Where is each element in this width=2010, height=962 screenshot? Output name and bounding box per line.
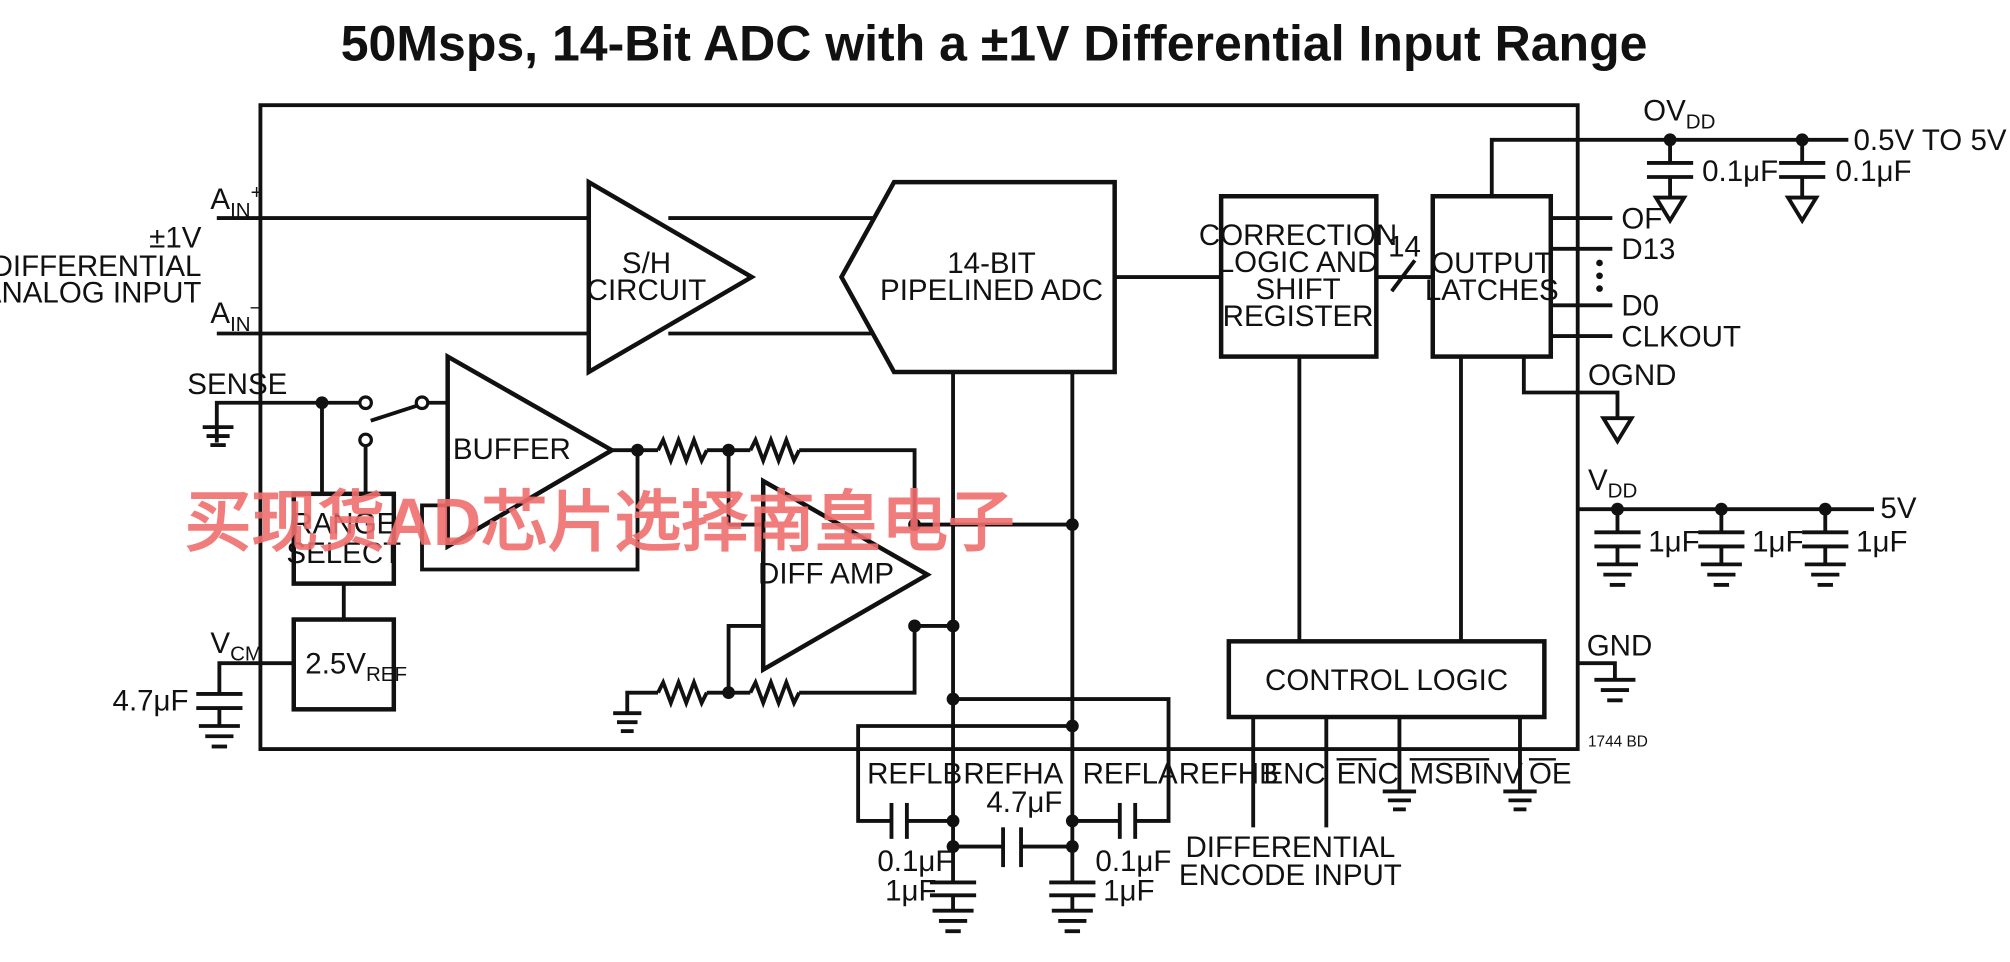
- range-label-2: SELECT: [286, 537, 401, 570]
- sh-circuit: [586, 178, 757, 376]
- sh-label-1: S/H: [622, 247, 671, 280]
- d13-pin-label: D13: [1621, 233, 1675, 266]
- resistor: [656, 676, 709, 709]
- clkout-pin-label: CLKOUT: [1621, 320, 1741, 353]
- output-latches: [1430, 194, 1554, 359]
- resistor: [656, 434, 709, 466]
- resistor: [748, 434, 801, 466]
- ovdd-cap2-label: 0.1μF: [1836, 155, 1912, 188]
- latch-label-2: LATCHES: [1425, 274, 1559, 307]
- vdd-cap-1: [1594, 509, 1641, 587]
- correction-logic: [1218, 194, 1379, 359]
- ain-minus-label: AIN–: [210, 295, 262, 336]
- sense-label: SENSE: [187, 368, 287, 401]
- vcm-cap-label: 4.7μF: [113, 685, 189, 718]
- cap-right-a-label: 0.1μF: [1095, 845, 1171, 878]
- corr-label-3: SHIFT: [1255, 273, 1340, 306]
- latch-label-1: OUTPUT: [1431, 247, 1552, 280]
- vdd-cap-3: [1802, 509, 1849, 587]
- input-range-label: ±1V: [149, 222, 202, 255]
- enc-bar-pin-label: ENC: [1337, 758, 1399, 791]
- ovdd-label: OVDD: [1643, 95, 1715, 134]
- vdd-cap1-label: 1μF: [1648, 526, 1699, 559]
- msbinv-pin-label: MSBINV: [1410, 758, 1523, 791]
- buffer-amp: [445, 352, 617, 551]
- cap-mid-label: 4.7μF: [986, 786, 1062, 819]
- vdd-cap-2: [1698, 509, 1745, 587]
- input-desc-line1: DIFFERENTIAL: [0, 250, 201, 283]
- vcm-label: VCM: [210, 627, 262, 666]
- vdd-volt-label: 5V: [1880, 492, 1916, 525]
- oe-pin-label: OE: [1529, 758, 1572, 791]
- vdd-label: VDD: [1588, 464, 1637, 503]
- diagram-title: 50Msps, 14-Bit ADC with a ±1V Differenti…: [341, 15, 1648, 71]
- enc-pin-label: ENC: [1263, 758, 1325, 791]
- buffer-label: BUFFER: [453, 433, 571, 466]
- chip-outline: [258, 103, 1580, 752]
- refla-pin-label: REFLA: [1083, 758, 1178, 791]
- input-desc-line2: ANALOG INPUT: [0, 277, 201, 310]
- cap-left-a-label: 0.1μF: [877, 845, 953, 878]
- refha-pin-label: REFHA: [963, 758, 1063, 791]
- diff-amp: [760, 477, 932, 674]
- corr-label-2: LOGIC AND: [1218, 246, 1379, 279]
- range-label-1: RANGE: [291, 508, 396, 541]
- ground-icon: [1599, 416, 1636, 445]
- pipelined-adc: [838, 179, 1117, 375]
- vref-label: 2.5VREF: [305, 647, 407, 686]
- d0-pin-label: D0: [1621, 290, 1659, 323]
- control-logic: [1226, 639, 1547, 720]
- figure-id: 1744 BD: [1588, 734, 1648, 751]
- gnd-label: GND: [1587, 629, 1653, 662]
- cap-left-b-label: 1μF: [885, 874, 936, 907]
- resistor: [748, 676, 801, 709]
- ain-plus-label: AIN+: [210, 181, 262, 222]
- watermark: 买现货AD芯片选择南皇电子: [185, 486, 1015, 560]
- of-pin-label: OF: [1621, 202, 1662, 235]
- cap-right-b-label: 1μF: [1103, 874, 1154, 907]
- control-label: CONTROL LOGIC: [1265, 664, 1508, 697]
- refhb-pin-label: REFHB: [1179, 758, 1279, 791]
- ovdd-range-label: 0.5V TO 5V: [1853, 124, 2006, 157]
- bus-slash: [1390, 259, 1417, 293]
- ground-icon: [1784, 195, 1820, 225]
- sense-switch: [370, 403, 419, 423]
- enc-input-label-1: DIFFERENTIAL: [1185, 831, 1395, 864]
- diffamp-label: DIFF AMP: [758, 558, 894, 591]
- reflb-pin-label: REFLB: [867, 758, 962, 791]
- bus-width-label: 14: [1388, 231, 1421, 264]
- corr-label-4: REGISTER: [1223, 300, 1374, 333]
- adc-label-2: PIPELINED ADC: [880, 274, 1103, 307]
- enc-input-label-2: ENCODE INPUT: [1179, 859, 1402, 892]
- ground-icon: [1652, 195, 1688, 225]
- corr-label-1: CORRECTION: [1199, 219, 1397, 252]
- ognd-label: OGND: [1588, 359, 1676, 392]
- vdd-cap2-label: 1μF: [1752, 526, 1803, 559]
- vdd-cap3-label: 1μF: [1856, 526, 1907, 559]
- sh-label-2: CIRCUIT: [587, 274, 707, 307]
- range-select: [291, 491, 397, 586]
- adc-label-1: 14-BIT: [947, 247, 1036, 280]
- vref-block: [291, 617, 397, 712]
- ovdd-cap1-label: 0.1μF: [1702, 155, 1778, 188]
